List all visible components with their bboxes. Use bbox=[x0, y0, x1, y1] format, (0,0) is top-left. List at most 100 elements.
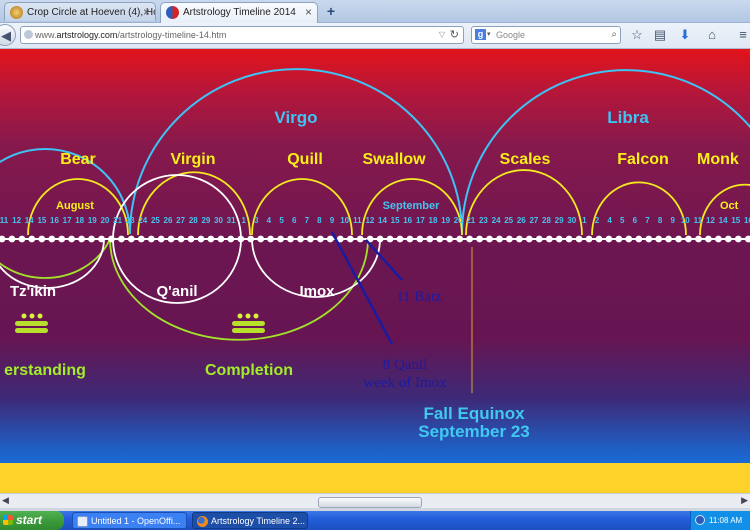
scroll-left-icon[interactable]: ◀ bbox=[2, 495, 9, 505]
timeline-bead bbox=[506, 235, 513, 243]
day-number: 25 bbox=[151, 216, 160, 225]
day-number: 7 bbox=[305, 216, 310, 225]
timeline-bead bbox=[307, 235, 314, 243]
timeline-bead bbox=[157, 235, 165, 243]
timeline-bead bbox=[287, 235, 294, 243]
constellation-arc bbox=[699, 183, 750, 236]
timeline-bead bbox=[655, 235, 663, 243]
search-input[interactable]: g ▾ Google ⌕ bbox=[471, 26, 621, 44]
month-label-september: September bbox=[383, 200, 441, 212]
timeline-bead bbox=[715, 235, 722, 243]
timeline-bead bbox=[585, 235, 593, 243]
scrollbar-thumb[interactable] bbox=[318, 497, 422, 508]
mayan-number-three-icon bbox=[232, 313, 265, 333]
day-number: 16 bbox=[744, 216, 750, 225]
timeline-bead bbox=[227, 235, 235, 243]
crop-circle-favicon bbox=[10, 6, 23, 19]
day-number: 23 bbox=[479, 216, 488, 225]
footer-band bbox=[0, 463, 750, 493]
timeline-bead bbox=[426, 235, 434, 243]
sign-arc bbox=[461, 69, 750, 235]
timeline-bead bbox=[635, 235, 643, 243]
tab-crop-circle[interactable]: Crop Circle at Hoeven (4), Ho... × bbox=[4, 2, 156, 21]
timeline-bead bbox=[317, 235, 324, 243]
close-tab-icon[interactable]: × bbox=[304, 5, 312, 19]
bookmark-star-icon[interactable]: ☆ bbox=[631, 27, 643, 42]
timeline-bead bbox=[356, 235, 364, 243]
taskbar-item-openoffice[interactable]: Untitled 1 - OpenOffi... bbox=[72, 512, 187, 529]
taskbar-item-firefox[interactable]: Artstrology Timeline 2... bbox=[192, 512, 308, 529]
timeline-bead bbox=[516, 235, 523, 243]
day-number: 26 bbox=[517, 216, 526, 225]
scroll-right-icon[interactable]: ▶ bbox=[741, 495, 748, 505]
timeline-bead bbox=[525, 235, 533, 243]
month-label-oct: Oct bbox=[720, 200, 739, 212]
timeline-bead bbox=[555, 235, 563, 243]
openoffice-icon bbox=[77, 516, 88, 527]
day-number: 20 bbox=[100, 216, 109, 225]
start-button[interactable]: start bbox=[0, 511, 64, 530]
timeline-bead bbox=[665, 235, 672, 243]
tab-label: Crop Circle at Hoeven (4), Ho... bbox=[27, 7, 156, 18]
sign-arc bbox=[129, 68, 463, 235]
day-number: 29 bbox=[201, 216, 210, 225]
tab-bar: Crop Circle at Hoeven (4), Ho... × Artst… bbox=[0, 0, 750, 23]
timeline-bead bbox=[78, 235, 85, 243]
month-label-august: August bbox=[56, 200, 94, 212]
timeline-bead bbox=[267, 235, 274, 243]
day-number: 10 bbox=[340, 216, 349, 225]
google-icon[interactable]: g bbox=[475, 29, 486, 40]
timeline-bead bbox=[376, 235, 384, 243]
annotation-week-of-imox: week of Imox bbox=[363, 375, 447, 391]
dropdown-arrow-icon[interactable]: ▽ bbox=[438, 30, 445, 39]
system-tray: 11:08 AM bbox=[690, 511, 750, 530]
navigation-toolbar: ◀ www.artstrology.com/artstrology-timeli… bbox=[0, 23, 750, 49]
day-number: 5 bbox=[620, 216, 625, 225]
search-icon[interactable]: ⌕ bbox=[611, 29, 617, 40]
close-tab-icon[interactable]: × bbox=[142, 5, 150, 19]
constellation-label-monk: Monk bbox=[697, 151, 739, 168]
timeline-bead bbox=[595, 235, 603, 243]
sign-arc bbox=[0, 148, 131, 235]
clock: 11:08 AM bbox=[709, 516, 743, 525]
address-bar[interactable]: www.artstrology.com/artstrology-timeline… bbox=[20, 26, 464, 44]
reload-icon[interactable]: ↻ bbox=[449, 29, 459, 41]
clipboard-icon[interactable]: ▤ bbox=[653, 27, 667, 42]
day-number: 4 bbox=[607, 216, 612, 225]
chevron-down-icon[interactable]: ▾ bbox=[487, 31, 491, 38]
timeline-bead bbox=[724, 235, 732, 243]
download-icon[interactable]: ⬇ bbox=[679, 27, 691, 42]
timeline-bead bbox=[605, 235, 613, 243]
url-path: /artstrology-timeline-14.htm bbox=[117, 30, 227, 40]
day-number: 17 bbox=[63, 216, 72, 225]
home-icon[interactable]: ⌂ bbox=[708, 27, 716, 42]
timeline-bead bbox=[705, 235, 712, 243]
timeline-bead bbox=[197, 235, 205, 243]
day-number: 1 bbox=[241, 216, 246, 225]
horizontal-scrollbar[interactable]: ◀ ▶ bbox=[0, 493, 750, 509]
url-prefix: www. bbox=[35, 30, 57, 40]
network-icon[interactable] bbox=[695, 515, 705, 525]
start-label: start bbox=[16, 513, 43, 527]
theme-label-completion: Completion bbox=[205, 362, 293, 379]
menu-icon[interactable]: ≡ bbox=[739, 27, 747, 42]
day-number: 14 bbox=[25, 216, 34, 225]
timeline-bead bbox=[88, 235, 95, 243]
timeline-bead bbox=[386, 235, 394, 243]
day-number: 31 bbox=[227, 216, 236, 225]
day-number: 15 bbox=[37, 216, 46, 225]
search-placeholder: Google bbox=[496, 30, 526, 40]
timeline-bead bbox=[98, 235, 105, 243]
timeline-bead bbox=[28, 235, 36, 243]
back-button[interactable]: ◀ bbox=[0, 24, 16, 46]
constellation-label-virgin: Virgin bbox=[170, 151, 215, 168]
equinox-date: September 23 bbox=[418, 422, 530, 441]
timeline-bead bbox=[18, 235, 26, 243]
tab-artstrology[interactable]: Artstrology Timeline 2014 × bbox=[160, 2, 318, 23]
new-tab-button[interactable]: + bbox=[326, 3, 336, 19]
timeline-page: Virgo Libra Bear Virgin Quill Swallow Sc… bbox=[0, 49, 750, 463]
constellation-arc bbox=[251, 178, 353, 236]
day-number: 1 bbox=[582, 216, 587, 225]
timeline-bead bbox=[346, 235, 354, 243]
